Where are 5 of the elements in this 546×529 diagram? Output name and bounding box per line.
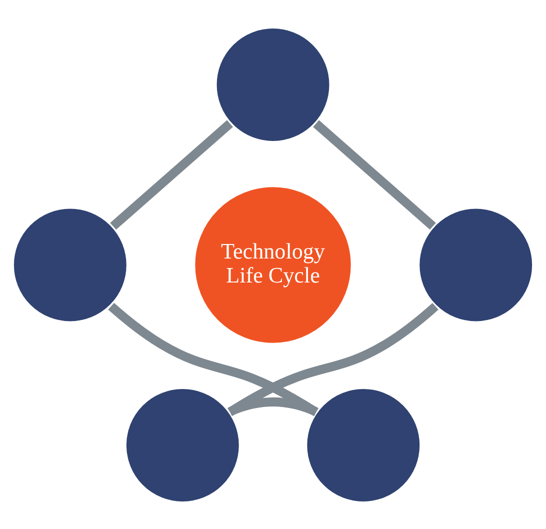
connector <box>228 302 438 416</box>
connector <box>313 120 436 230</box>
connector <box>108 302 318 416</box>
connector <box>110 120 233 230</box>
connector <box>228 396 318 416</box>
